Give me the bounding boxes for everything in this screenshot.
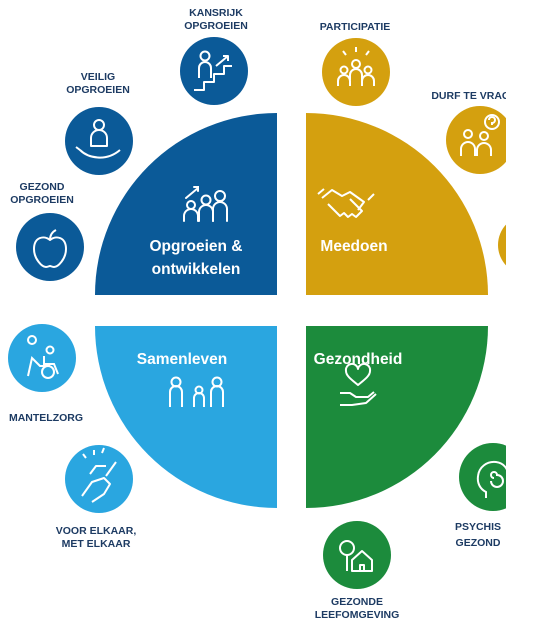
caregiver-wheelchair-icon [27,335,59,379]
apple-icon [33,229,67,268]
handshake-icon [317,188,375,218]
group-people-icon [337,47,375,86]
theme-veilig-label-1: VEILIG [81,71,115,83]
theme-gezond [16,213,84,281]
theme-veilig [65,107,133,175]
quadrant-gezondheid-label: Gezondheid [314,351,403,368]
theme-gezond-label-1: GEZOND [20,181,65,193]
theme-durf [446,106,514,174]
theme-participatie [322,38,390,106]
theme-mantelzorg-label: MANTELZORG [9,412,83,424]
theme-voor-elkaar [65,445,133,513]
theme-psychisch-label-1: PSYCHIS [455,521,501,533]
house-tree-icon [339,540,373,572]
theme-leefomgeving [323,521,391,589]
heart-hand-icon [340,362,377,406]
theme-veilig-label-2: OPGROEIEN [66,84,130,96]
theme-voor-elkaar-label-2: MET ELKAAR [62,538,131,550]
theme-durf-label: DURF TE VRAGEN [431,90,524,102]
theme-participatie-label: PARTICIPATIE [320,21,391,33]
head-spiral-icon [476,460,509,498]
child-in-hand-icon [75,119,121,159]
quadrant-meedoen [306,113,488,295]
theme-psychisch-label-2: GEZOND [456,537,501,549]
quadrant-samenleven-label: Samenleven [137,351,227,368]
theme-voor-elkaar-label-1: VOOR ELKAAR, [56,525,137,537]
cropped-edge [506,0,535,628]
quadrant-opgroeien-label-1: Opgroeien & [149,238,242,255]
theme-kansrijk-label-2: OPGROEIEN [184,20,248,32]
theme-kansrijk-label-1: KANSRIJK [189,7,243,19]
quadrant-opgroeien-label-2: ontwikkelen [152,261,241,278]
growing-people-icon [183,186,228,222]
theme-kansrijk [180,37,248,105]
theme-mantelzorg [8,324,76,392]
family-icon [169,376,224,407]
clasped-hands-icon [81,447,117,503]
quadrant-gezondheid [306,326,488,508]
quadrant-meedoen-label: Meedoen [320,238,387,255]
theme-leefomgeving-label-1: GEZONDE [331,596,383,608]
stairs-person-icon [194,50,232,91]
quadrant-opgroeien [95,113,277,295]
theme-leefomgeving-label-2: LEEFOMGEVING [315,609,400,621]
quadrant-samenleven [95,326,277,508]
theme-gezond-label-2: OPGROEIEN [10,194,74,206]
question-people-icon [460,114,500,156]
